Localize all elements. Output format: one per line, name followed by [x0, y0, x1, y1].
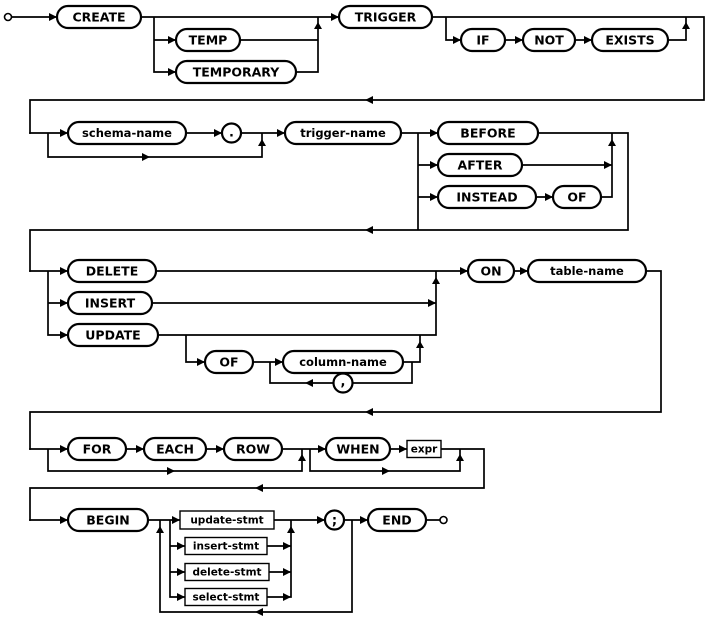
keyword-row-label: ROW: [236, 442, 270, 457]
keyword-instead-of: OF: [551, 184, 603, 210]
ref-insert-stmt[interactable]: insert-stmt: [184, 536, 268, 556]
rails-row2: [29, 132, 629, 272]
name-schema-name-label: schema-name: [82, 126, 172, 140]
keyword-temporary: TEMPORARY: [174, 59, 298, 85]
keyword-delete-label: DELETE: [86, 264, 138, 279]
keyword-trigger-label: TRIGGER: [355, 10, 417, 25]
name-trigger-name: trigger-name: [283, 120, 403, 146]
literal-dot: .: [220, 122, 243, 144]
keyword-after: AFTER: [436, 152, 524, 178]
ref-insert-stmt-label: insert-stmt: [193, 541, 259, 553]
literal-semicolon: ;: [323, 509, 346, 531]
ref-update-stmt[interactable]: update-stmt: [179, 510, 275, 530]
keyword-temporary-label: TEMPORARY: [193, 65, 281, 80]
keyword-row: ROW: [222, 436, 284, 462]
literal-comma: ,: [332, 372, 354, 394]
literal-dot-label: .: [229, 126, 234, 141]
name-schema-name: schema-name: [66, 120, 188, 146]
keyword-before-label: BEFORE: [460, 126, 515, 141]
keyword-update-of: OF: [203, 349, 255, 375]
keyword-create: CREATE: [55, 4, 143, 30]
keyword-not-label: NOT: [534, 33, 564, 48]
keyword-before: BEFORE: [436, 120, 540, 146]
keyword-end-label: END: [382, 513, 411, 528]
ref-update-stmt-label: update-stmt: [190, 515, 263, 527]
keyword-each-label: EACH: [156, 442, 194, 457]
keyword-update-of-label: OF: [219, 355, 238, 370]
keyword-trigger: TRIGGER: [337, 4, 434, 30]
keyword-on-label: ON: [480, 264, 501, 279]
keyword-instead-of-label: OF: [567, 190, 586, 205]
keyword-update: UPDATE: [66, 322, 160, 348]
keyword-create-label: CREATE: [72, 10, 125, 25]
keyword-each: EACH: [142, 436, 208, 462]
ref-expr[interactable]: expr: [406, 439, 442, 459]
literal-comma-label: ,: [341, 375, 346, 390]
keyword-on: ON: [466, 258, 516, 284]
ref-select-stmt-label: select-stmt: [193, 592, 260, 604]
keyword-if-label: IF: [476, 33, 489, 48]
keyword-for: FOR: [66, 436, 128, 462]
name-table-name-label: table-name: [550, 264, 624, 278]
keyword-exists: EXISTS: [590, 27, 670, 53]
ref-expr-label: expr: [411, 444, 438, 456]
keyword-when-label: WHEN: [336, 442, 379, 457]
name-table-name: table-name: [526, 258, 648, 284]
ref-select-stmt[interactable]: select-stmt: [184, 587, 268, 607]
ref-delete-stmt[interactable]: delete-stmt: [184, 562, 270, 582]
start-terminal-icon: [3, 12, 13, 22]
keyword-delete: DELETE: [66, 258, 158, 284]
literal-semicolon-label: ;: [332, 514, 337, 529]
ref-delete-stmt-label: delete-stmt: [192, 567, 261, 579]
name-trigger-name-label: trigger-name: [300, 126, 386, 140]
keyword-begin: BEGIN: [66, 507, 150, 533]
end-terminal-icon: [439, 515, 448, 525]
keyword-for-label: FOR: [83, 442, 112, 457]
keyword-after-label: AFTER: [458, 158, 503, 173]
keyword-exists-label: EXISTS: [605, 33, 654, 48]
keyword-when: WHEN: [324, 436, 392, 462]
keyword-insert-label: INSERT: [85, 296, 136, 311]
keyword-temp-label: TEMP: [189, 33, 228, 48]
keyword-if: IF: [459, 27, 507, 53]
keyword-instead-label: INSTEAD: [456, 190, 517, 205]
keyword-update-label: UPDATE: [85, 328, 140, 343]
keyword-instead: INSTEAD: [436, 184, 538, 210]
keyword-end: END: [366, 507, 428, 533]
keyword-insert: INSERT: [66, 290, 154, 316]
keyword-temp: TEMP: [174, 27, 242, 53]
name-column-name: column-name: [281, 349, 405, 375]
keyword-not: NOT: [521, 27, 577, 53]
name-column-name-label: column-name: [299, 355, 387, 369]
keyword-begin-label: BEGIN: [86, 513, 129, 528]
